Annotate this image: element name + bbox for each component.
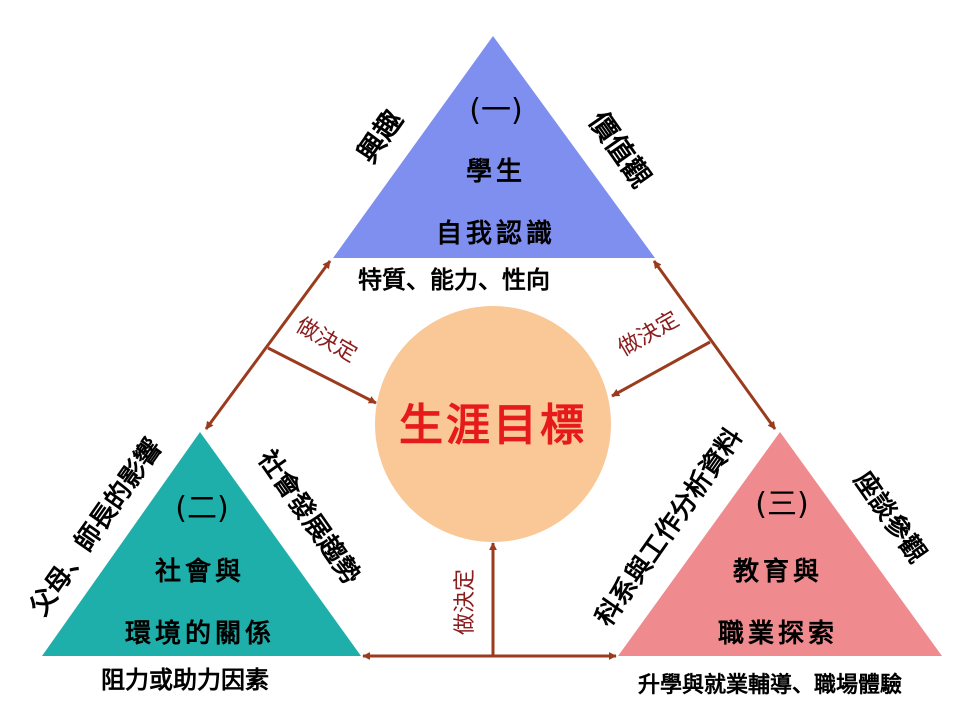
arrow-right-side [652, 260, 777, 430]
center-label: 生涯目標 [399, 400, 587, 451]
center-circle [375, 306, 611, 542]
arrow-left-side [204, 260, 332, 430]
left-line1: 社會與 [155, 556, 245, 587]
arrow-left-to-center [267, 346, 377, 405]
right-bottom-note: 升學與就業輔導、職場體驗 [638, 672, 902, 698]
right-number: (三) [755, 487, 808, 522]
left-line2: 環境的關係 [125, 618, 275, 649]
arrow-right-to-center [611, 340, 711, 398]
top-line2: 自我認識 [436, 218, 556, 249]
right-line2: 職業探索 [718, 619, 838, 649]
decision-label-left: 做決定 [291, 313, 361, 368]
decision-label-bottom: 做決定 [453, 569, 478, 635]
right-line1: 教育與 [733, 556, 823, 587]
left-bottom-note: 阻力或助力因素 [101, 666, 269, 694]
right-triangle [618, 432, 942, 656]
top-line1: 學生 [466, 157, 526, 187]
decision-label-right: 做決定 [614, 307, 684, 362]
left-number: (二) [175, 491, 228, 526]
left-triangle [42, 432, 361, 656]
top-left-side-label: 興趣 [351, 104, 410, 169]
top-number: (一) [469, 93, 522, 128]
top-bottom-note: 特質、能力、性向 [358, 266, 550, 294]
top-triangle [333, 36, 655, 258]
